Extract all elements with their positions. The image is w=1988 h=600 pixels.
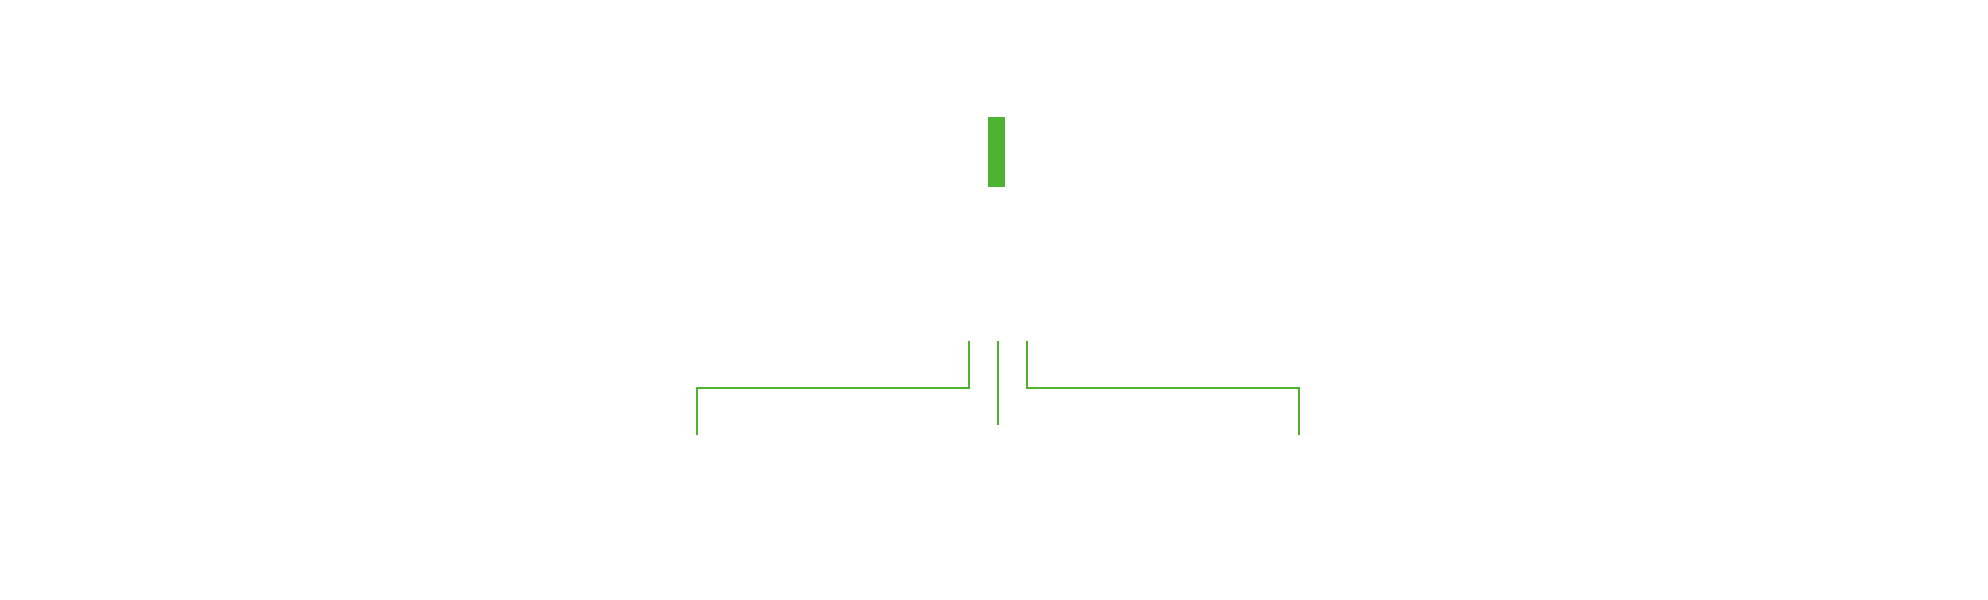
left-branch-connector [696,341,970,435]
top-node-bar [988,117,1005,187]
right-branch-connector [1026,341,1300,435]
